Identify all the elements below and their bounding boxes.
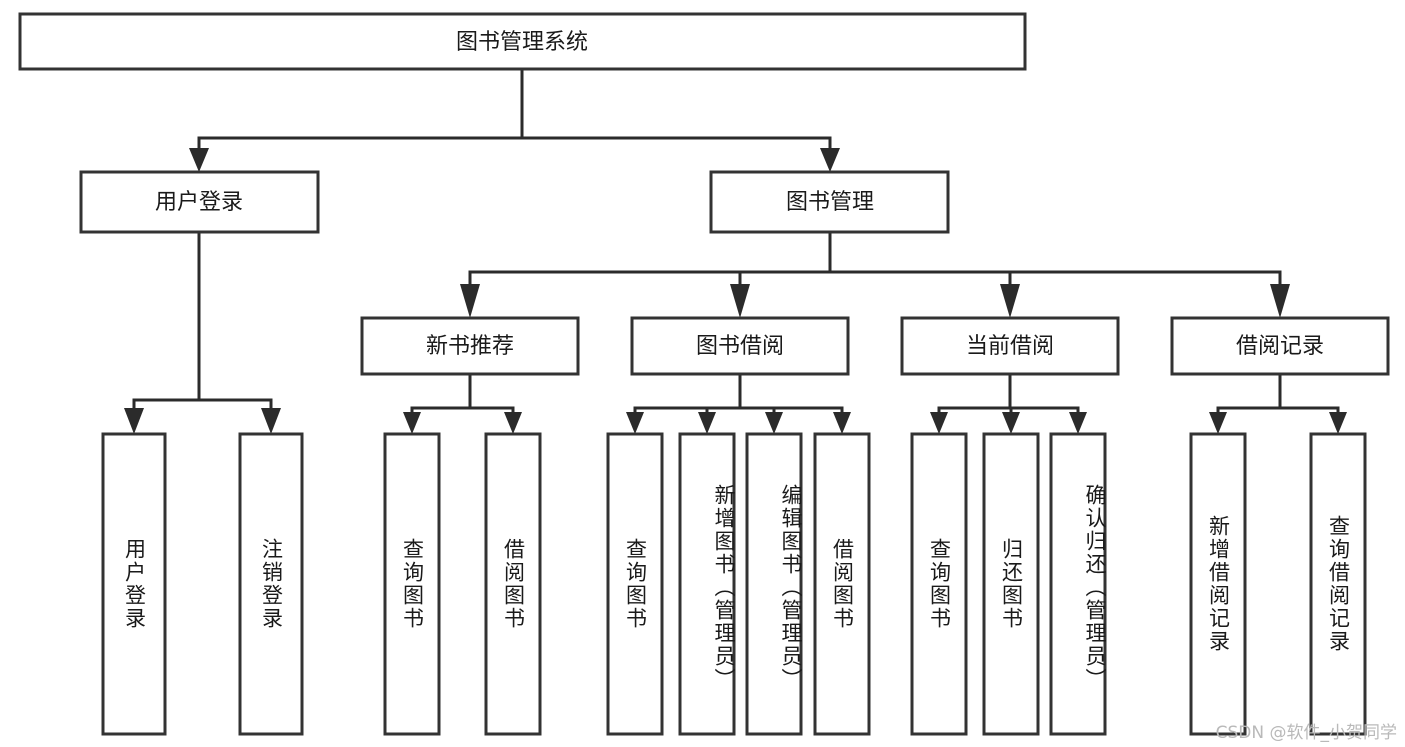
leaf-box-borrow-book[interactable] <box>813 432 871 736</box>
arrow-add-record <box>1209 412 1227 434</box>
arrow-user-login <box>189 148 209 172</box>
arrow-confirm-return <box>1069 412 1087 434</box>
arrow-current-borrow <box>1000 284 1020 318</box>
arrow-query-book-rec <box>403 412 421 434</box>
node-current-borrow[interactable]: 当前借阅 <box>900 316 1120 376</box>
arrow-borrow-book-rec <box>504 412 522 434</box>
arrow-borrow-book <box>833 412 851 434</box>
node-root-box[interactable] <box>18 12 1027 71</box>
leaf-box-add-book[interactable] <box>678 432 736 736</box>
leaf-box-add-record[interactable] <box>1189 432 1247 736</box>
leaf-box-query-book[interactable] <box>606 432 664 736</box>
node-borrow-record-box[interactable] <box>1170 316 1390 376</box>
node-root[interactable]: 图书管理系统 <box>18 12 1027 71</box>
node-root-label: 图书管理系统 <box>456 30 588 55</box>
node-new-book-rec-box[interactable] <box>360 316 580 376</box>
node-book-manage[interactable]: 图书管理 <box>709 170 950 234</box>
node-user-login[interactable]: 用户登录 <box>79 170 320 234</box>
leaf-box-query-book-cur[interactable] <box>910 432 968 736</box>
node-new-book-rec[interactable]: 新书推荐 <box>360 316 580 376</box>
arrow-book-manage <box>820 148 840 172</box>
arrow-book-borrow <box>730 284 750 318</box>
leaf-box-user-login[interactable] <box>101 432 167 736</box>
leaf-box-query-book-rec[interactable] <box>383 432 441 736</box>
node-borrow-record-label: 借阅记录 <box>1236 334 1324 359</box>
node-current-borrow-label: 当前借阅 <box>966 334 1054 359</box>
leaf-box-edit-book[interactable] <box>745 432 803 736</box>
node-user-login-box[interactable] <box>79 170 320 234</box>
node-book-borrow-label: 图书借阅 <box>696 334 784 359</box>
leaf-box-logout[interactable] <box>238 432 304 736</box>
arrow-query-book <box>626 412 644 434</box>
arrow-query-record <box>1329 412 1347 434</box>
arrow-query-book-cur <box>930 412 948 434</box>
leaf-box-confirm-return[interactable] <box>1049 432 1107 736</box>
node-new-book-rec-label: 新书推荐 <box>426 334 514 359</box>
arrow-leaf-user-login <box>124 408 144 434</box>
arrow-return-book <box>1002 412 1020 434</box>
node-book-manage-label: 图书管理 <box>786 190 874 215</box>
connector-layer <box>124 67 1347 434</box>
arrow-edit-book <box>765 412 783 434</box>
leaf-box-borrow-book-rec[interactable] <box>484 432 542 736</box>
node-book-manage-box[interactable] <box>709 170 950 234</box>
node-borrow-record[interactable]: 借阅记录 <box>1170 316 1390 376</box>
leaf-box-return-book[interactable] <box>982 432 1040 736</box>
arrow-leaf-logout <box>261 408 281 434</box>
leaf-box-query-record[interactable] <box>1309 432 1367 736</box>
arrow-borrow-record <box>1270 284 1290 318</box>
arrow-new-book-rec <box>460 284 480 318</box>
node-current-borrow-box[interactable] <box>900 316 1120 376</box>
node-book-borrow-box[interactable] <box>630 316 850 376</box>
node-user-login-label: 用户登录 <box>155 190 243 215</box>
csdn-watermark: CSDN @软件_小贺同学 <box>1215 723 1397 743</box>
leaf-boxes-layer <box>101 432 1367 736</box>
node-book-borrow[interactable]: 图书借阅 <box>630 316 850 376</box>
arrow-add-book <box>698 412 716 434</box>
